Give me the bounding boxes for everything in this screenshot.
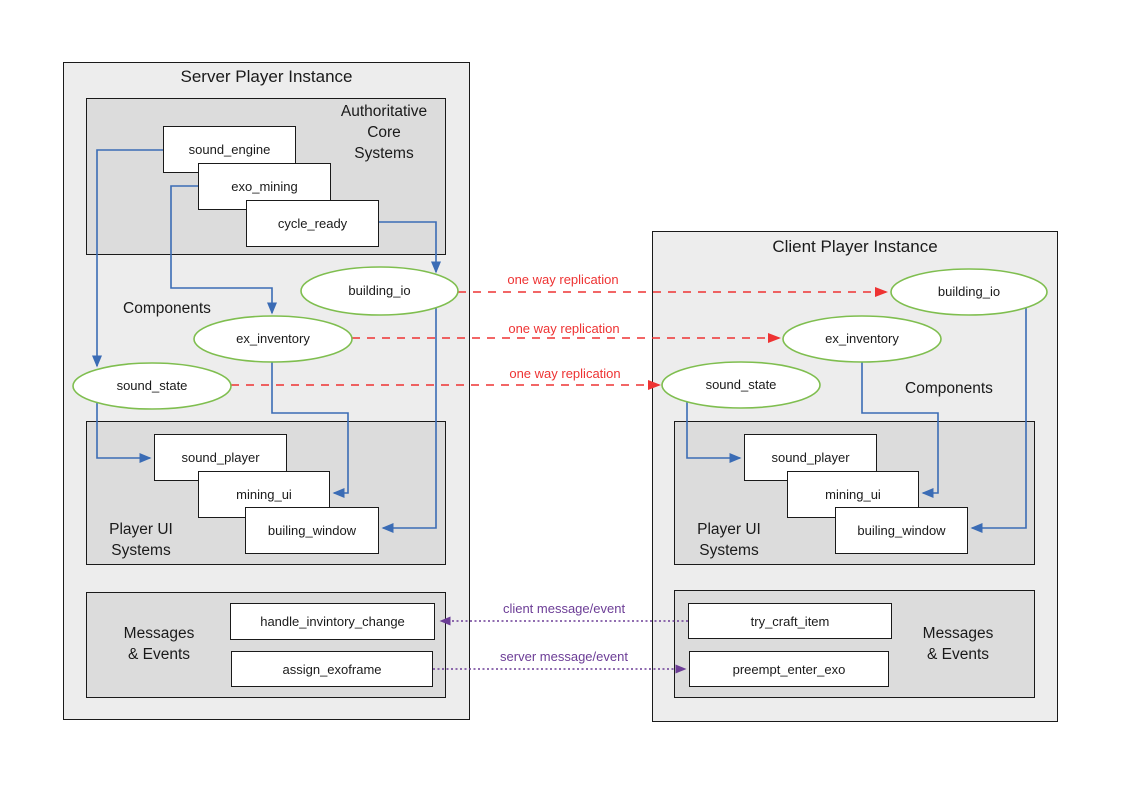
server-components-label: Components [123,300,211,317]
edge-sound-state-to-sound-player [96,402,152,463]
edge-sound-engine-to-sound-state [92,149,163,368]
label-line: Systems [699,542,759,559]
replication-label-ex-inventory: one way replication [508,321,620,336]
client-components-label: Components [905,380,993,397]
component-label-building-io-client: building_io [937,284,1001,299]
label-line: & Events [127,646,191,663]
edge-exo-mining-to-ex-inventory [170,185,277,315]
node-builing-window-client: builing_window [835,507,968,554]
client-instance-title: Client Player Instance [772,237,938,256]
node-cycle-ready: cycle_ready [246,200,379,247]
client-message-event-label: client message/event [502,601,626,616]
label-line: Player UI [109,521,173,538]
component-ellipse-ex-inventory-client [782,315,942,363]
node-handle-invintory-change: handle_invintory_change [230,603,435,640]
node-assign-exoframe: assign_exoframe [231,651,433,687]
component-ellipse-building-io-server [300,266,459,316]
node-builing-window-server: builing_window [245,507,379,554]
node-preempt-enter-exo: preempt_enter_exo [689,651,889,687]
label-line: Systems [354,145,414,162]
label-line: Systems [111,542,171,559]
server-instance-title: Server Player Instance [180,67,353,86]
component-label-ex-inventory-server: ex_inventory [236,331,310,346]
node-try-craft-item: try_craft_item [688,603,892,639]
server-core-systems-label: Authoritative Core Systems [326,101,442,164]
label-line: Authoritative [340,103,428,120]
edge-ex-inventory-to-mining-ui [271,361,349,498]
label-line: Messages [123,625,195,642]
label-line: Messages [922,625,994,642]
component-ellipse-sound-state-server [72,362,232,410]
component-ellipse-ex-inventory-server [193,315,353,363]
client-player-ui-label: Player UI Systems [679,519,779,561]
component-ellipse-sound-state-client [661,361,821,409]
edge-building-io-to-builing-window [381,308,437,533]
node-sound-engine: sound_engine [163,126,296,173]
component-ellipse-building-io-client [890,268,1048,316]
replication-label-sound-state: one way replication [509,366,621,381]
label-line: & Events [926,646,990,663]
component-label-ex-inventory-client: ex_inventory [825,331,899,346]
label-line: Core [367,124,401,141]
label-line: Player UI [697,521,761,538]
component-label-sound-state-client: sound_state [705,377,777,392]
server-messages-label: Messages & Events [109,623,209,665]
server-message-event-label: server message/event [500,649,628,664]
edge-client-ex-inventory-to-mining-ui [861,361,939,498]
edge-client-building-io-to-builing-window [970,307,1027,533]
client-messages-label: Messages & Events [908,623,1008,665]
server-player-ui-label: Player UI Systems [91,519,191,561]
edge-client-sound-state-to-sound-player [686,402,742,463]
edge-cycle-ready-to-building-io [379,221,441,274]
component-label-building-io-server: building_io [348,283,411,298]
component-label-sound-state-server: sound_state [116,378,188,393]
replication-label-building-io: one way replication [507,272,619,287]
